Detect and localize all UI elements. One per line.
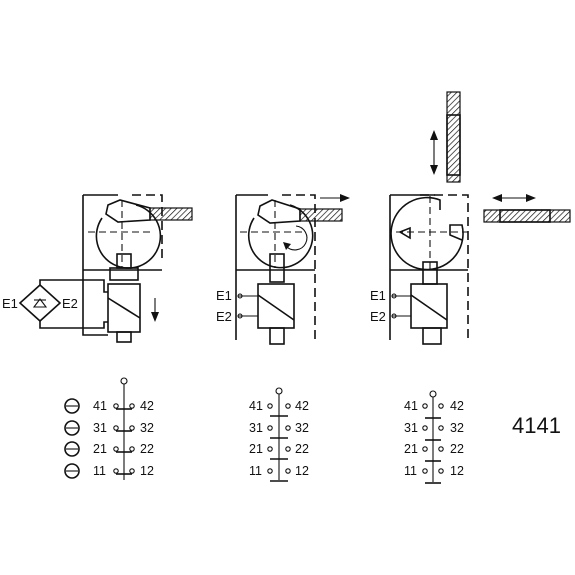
actuator-tongue-horizontal [483,209,571,223]
contact-number: 11 [404,464,417,478]
actuator-tongue [149,207,193,221]
contact-number: 31 [404,421,418,435]
contact-number: 22 [450,442,464,456]
contact-diagram-2: 41 42 31 32 21 22 11 12 [249,387,309,482]
e2-label: E2 [62,296,78,311]
contact-number: 21 [404,442,418,456]
contact-number: 41 [249,399,263,413]
e1-label: E1 [2,296,18,311]
contact-number: 41 [404,399,418,413]
contact-number: 12 [295,464,309,478]
contact-number: 12 [450,464,464,478]
contact-number: 22 [140,442,154,456]
contact-number: 32 [450,421,464,435]
e2-label: E2 [370,309,386,324]
positive-opening-icon [64,398,80,479]
model-number: 4141 [512,413,561,438]
e2-label: E2 [216,309,232,324]
contact-number: 21 [249,442,263,456]
e1-label: E1 [370,288,386,303]
contact-number: 42 [450,399,464,413]
panel-3-actuator-removed: E1 E2 [370,91,571,345]
contact-number: 32 [140,421,154,435]
panel-1-actuator-inserted: E1 E2 [2,194,193,343]
contact-number: 11 [249,464,262,478]
panel-2-actuator-withdrawing: E1 E2 [216,194,350,345]
contact-number: 32 [295,421,309,435]
contact-number: 12 [140,464,154,478]
contact-number: 21 [93,442,107,456]
contact-diagram-1: 41 42 31 32 21 22 11 12 [64,377,154,480]
actuator-tongue [299,208,343,222]
solenoid-coil [410,283,448,329]
contact-number: 11 [93,464,106,478]
contact-number: 42 [295,399,309,413]
contact-number: 31 [93,421,107,435]
contact-number: 22 [295,442,309,456]
rectifier-bridge [18,279,108,329]
e1-label: E1 [216,288,232,303]
solenoid-coil [257,283,295,329]
contact-number: 42 [140,399,154,413]
contact-number: 31 [249,421,263,435]
contact-diagram-3: 41 42 31 32 21 22 11 12 [404,390,464,484]
actuator-tongue-vertical [446,91,461,183]
contact-number: 41 [93,399,107,413]
